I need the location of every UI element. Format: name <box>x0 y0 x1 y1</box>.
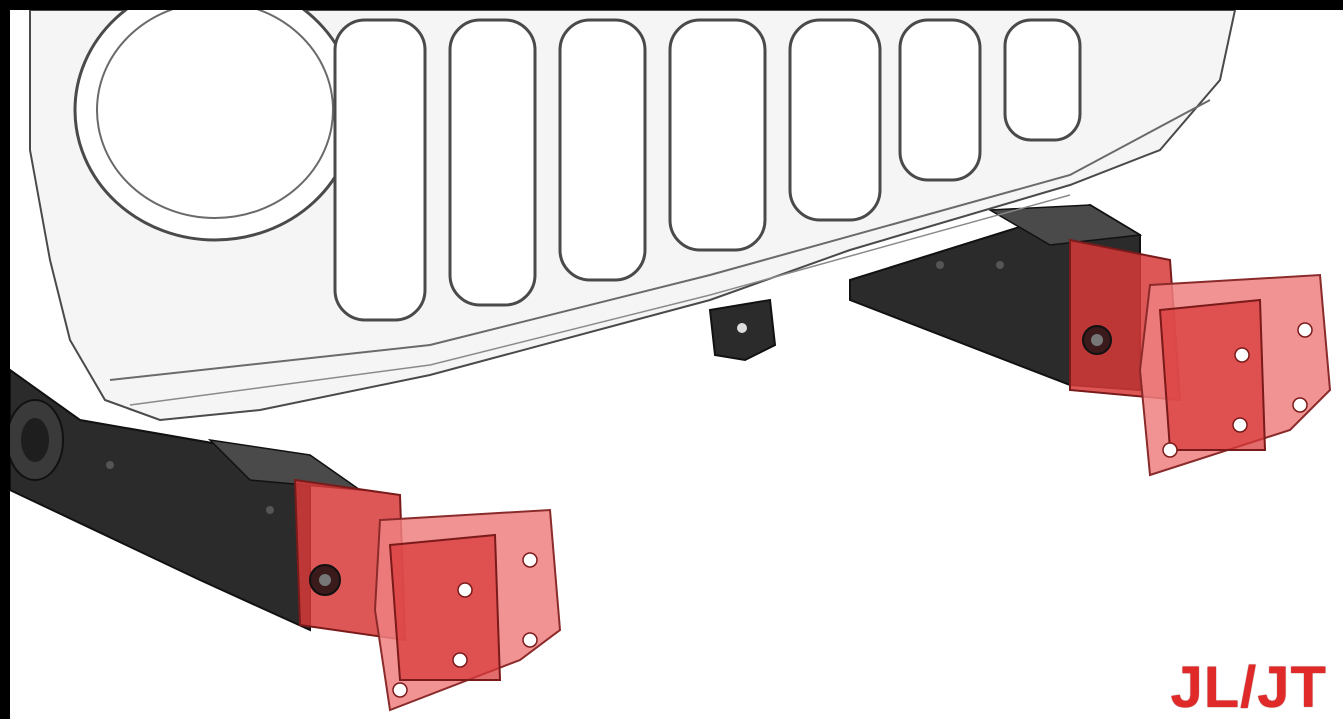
jeep-grille-frame-bracket-render <box>10 10 1332 712</box>
center-mount-tab <box>708 298 777 362</box>
grille-slots <box>333 18 1082 322</box>
left-frame-rail <box>10 368 363 632</box>
model-label: JL/JT <box>1170 655 1327 719</box>
left-bracket <box>293 478 562 712</box>
right-bracket <box>1069 238 1332 477</box>
image-canvas: JL/JT <box>10 10 1343 719</box>
